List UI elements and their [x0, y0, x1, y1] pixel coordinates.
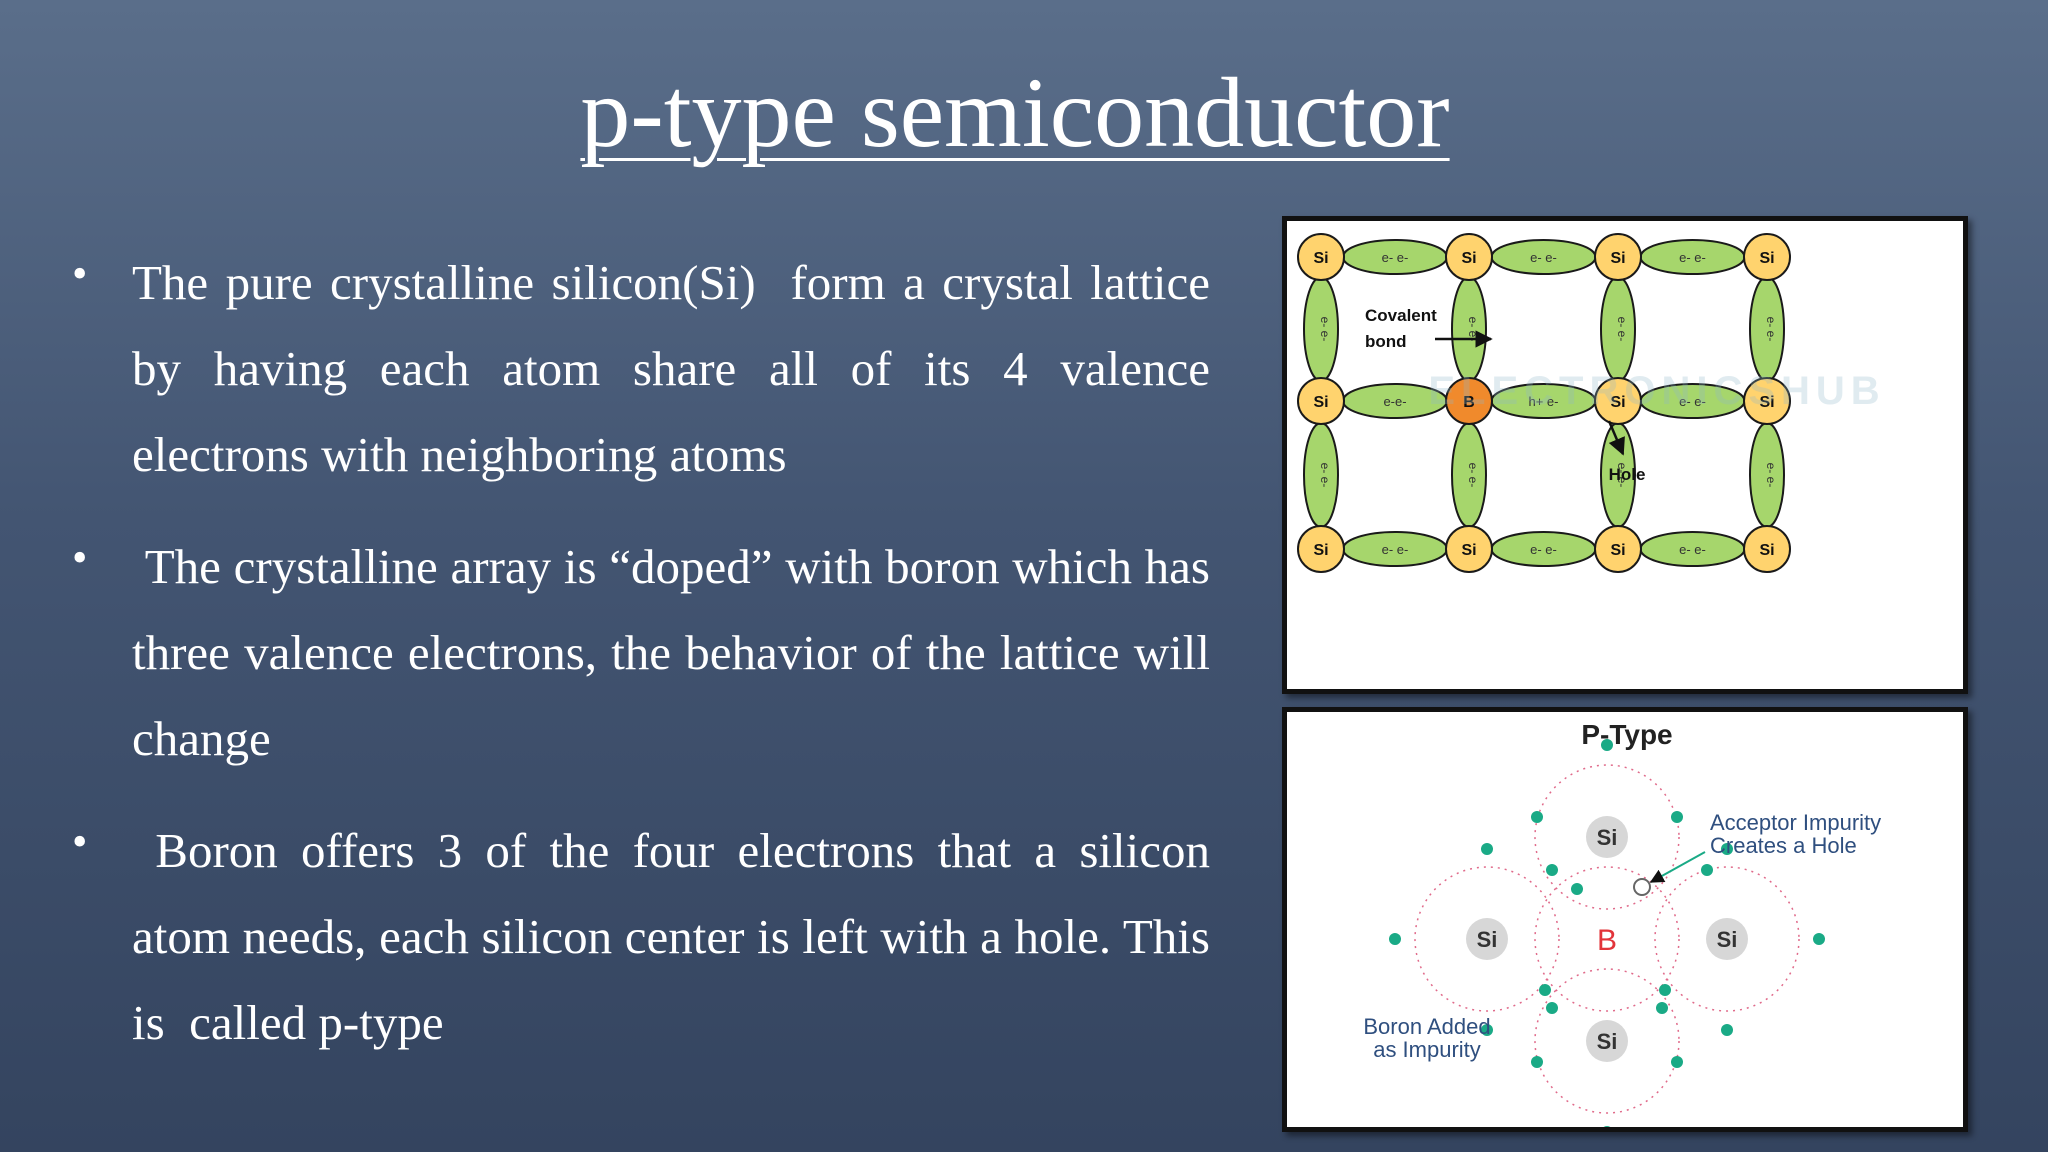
boron-atom-label: B [1463, 394, 1475, 411]
bullet-dot: • [72, 249, 88, 298]
electron-dot [1659, 984, 1671, 996]
bond-electron-label: e- e- [1382, 250, 1409, 265]
covalent-bond-label-line2: bond [1365, 332, 1407, 351]
bond-electron-label: e- e- [1466, 463, 1480, 488]
electron-dot [1671, 811, 1683, 823]
electron-dot [1603, 1126, 1611, 1127]
silicon-atom [1586, 1020, 1628, 1062]
acceptor-label-line2: Creates a Hole [1710, 833, 1857, 858]
silicon-atom-label: Si [1759, 250, 1774, 267]
bond-electron-label: e- e- [1679, 542, 1706, 557]
bullet-item: • The pure crystalline silicon(Si) form … [70, 240, 1210, 498]
bond-electron-label: e- e- [1679, 394, 1706, 409]
hole-arrow [1607, 420, 1625, 456]
bond-electron-label: e- e- [1764, 463, 1778, 488]
silicon-atom [1594, 233, 1642, 281]
silicon-atom-label: Si [1313, 542, 1328, 559]
silicon-atom-label: Si [1597, 1029, 1618, 1054]
electron-dot [1389, 933, 1401, 945]
silicon-atom-label: Si [1759, 542, 1774, 559]
electron-dot [1701, 864, 1713, 876]
electron-dot [1813, 933, 1825, 945]
electron-orbit [1534, 968, 1680, 1114]
watermark: ELECTRONICSHUB [1428, 369, 1885, 413]
silicon-atom [1445, 233, 1493, 281]
electron-orbit [1534, 764, 1680, 910]
bond-electron-label: e- e- [1530, 250, 1557, 265]
silicon-atom [1297, 377, 1345, 425]
silicon-atom [1743, 525, 1791, 573]
electron-dot [1531, 1056, 1543, 1068]
silicon-atom-label: Si [1313, 394, 1328, 411]
acceptor-label: Acceptor Impurity [1710, 810, 1881, 835]
electron-orbit [1654, 866, 1800, 1012]
bond-electron-label: e- e- [1679, 250, 1706, 265]
silicon-atom [1706, 918, 1748, 960]
covalent-bond-label: Covalent [1365, 306, 1437, 325]
slide-title: p-type semiconductor [580, 57, 1450, 168]
silicon-atom-label: Si [1461, 542, 1476, 559]
electron-orbit [1414, 866, 1560, 1012]
boron-atom [1445, 377, 1493, 425]
silicon-atom [1743, 233, 1791, 281]
boron-impurity-label: Boron Added [1363, 1014, 1490, 1039]
bond-electron-label: e- e- [1466, 317, 1480, 342]
boron-impurity-label-line2: as Impurity [1373, 1037, 1481, 1062]
bond-electron-label: e- e- [1615, 317, 1629, 342]
bullet-text: Boron offers 3 of the four electrons tha… [132, 823, 1223, 1050]
bond-electron-label: e- e- [1382, 542, 1409, 557]
bullet-dot: • [72, 817, 88, 866]
silicon-atom-label: Si [1313, 250, 1328, 267]
bond-electron-label: e- e- [1318, 317, 1332, 342]
electron-dot [1721, 843, 1733, 855]
silicon-atom-label: Si [1477, 927, 1498, 952]
silicon-atom-label: Si [1717, 927, 1738, 952]
boron-atom-label: B [1597, 924, 1617, 957]
electron-dot [1546, 1002, 1558, 1014]
bullet-text: The crystalline array is “doped” with bo… [132, 539, 1223, 766]
electron-dot [1531, 811, 1543, 823]
silicon-atom-label: Si [1610, 394, 1625, 411]
silicon-atom-label: Si [1610, 542, 1625, 559]
silicon-atom-label: Si [1461, 250, 1476, 267]
electron-dot [1481, 1024, 1493, 1036]
bond-electron-label: e- e- [1318, 463, 1332, 488]
silicon-atom [1297, 525, 1345, 573]
bond-electron-label: h+ e- [1529, 394, 1559, 409]
silicon-atom [1466, 918, 1508, 960]
electron-dot [1571, 883, 1583, 895]
electron-orbit [1534, 866, 1680, 1012]
silicon-atom [1594, 525, 1642, 573]
silicon-atom [1445, 525, 1493, 573]
bond-electron-label: e-e- [1383, 394, 1406, 409]
bond-electron-label: e- e- [1530, 542, 1557, 557]
bond-electron-label: e- e- [1764, 317, 1778, 342]
bullet-list: • The pure crystalline silicon(Si) form … [70, 240, 1210, 1092]
bullet-item: • Boron offers 3 of the four electrons t… [70, 808, 1210, 1066]
electron-dot [1546, 864, 1558, 876]
ptype-title: P-Type [1581, 719, 1672, 750]
electron-dot [1481, 843, 1493, 855]
electron-dot [1721, 1024, 1733, 1036]
bullet-text: The pure crystalline silicon(Si) form a … [132, 255, 1223, 482]
bond-electron-label: e- e- [1615, 463, 1629, 488]
silicon-atom-label: Si [1610, 250, 1625, 267]
acceptor-arrow [1649, 851, 1706, 883]
electron-dot [1601, 739, 1613, 751]
electron-dot [1539, 984, 1551, 996]
silicon-atom-label: Si [1597, 825, 1618, 850]
silicon-atom [1743, 377, 1791, 425]
silicon-atom [1297, 233, 1345, 281]
bullet-dot: • [72, 533, 88, 582]
silicon-atom-label: Si [1759, 394, 1774, 411]
silicon-atom [1594, 377, 1642, 425]
bullet-item: • The crystalline array is “doped” with … [70, 524, 1210, 782]
electron-dot [1656, 1002, 1668, 1014]
hole-marker [1633, 878, 1651, 896]
hole-label: Hole [1609, 465, 1646, 484]
electron-dot [1671, 1056, 1683, 1068]
silicon-atom [1586, 816, 1628, 858]
lattice-diagram: e- e-e- e-e- e-e-e-h+ e-e- e-e- e-e- e-e… [1282, 216, 1968, 694]
